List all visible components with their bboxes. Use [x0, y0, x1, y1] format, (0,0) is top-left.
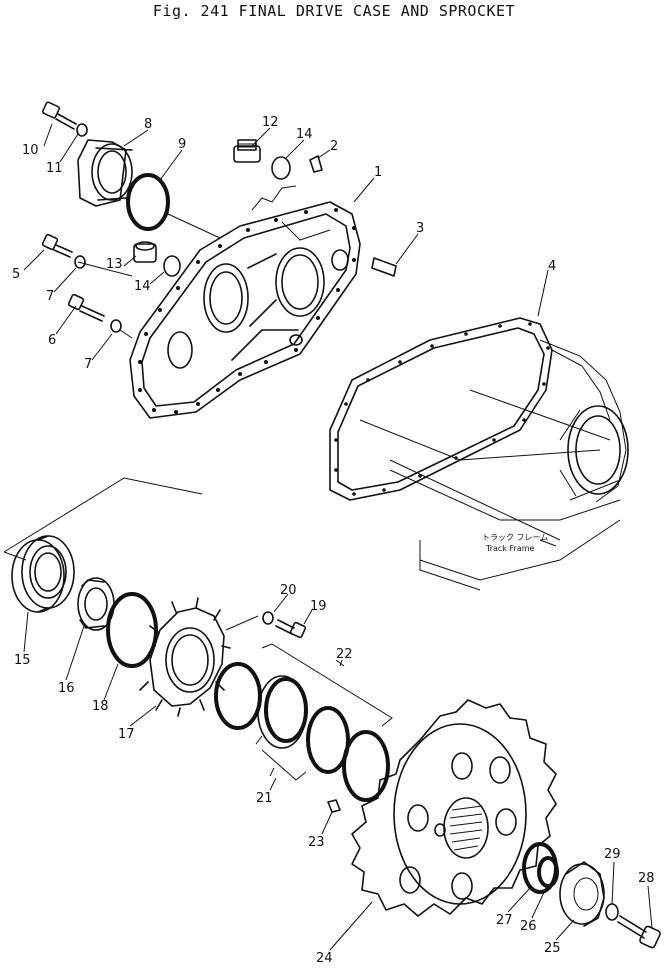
callout-3: 3 [416, 221, 424, 236]
callout-13: 13 [106, 257, 123, 272]
callout-22: 22 [336, 647, 353, 662]
callout-21: 21 [256, 791, 273, 806]
callout-9: 9 [178, 137, 186, 152]
part-9-o-ring [126, 173, 170, 231]
callout-23: 23 [308, 835, 325, 850]
callout-17: 17 [118, 727, 135, 742]
callout-27: 27 [496, 913, 513, 928]
part-14-o-ring-lower [163, 255, 181, 277]
part-3-dowel-pin [371, 257, 397, 277]
part-7-washer-upper [74, 255, 86, 269]
leader-lines [23, 123, 653, 951]
part-24-sprocket [351, 699, 557, 917]
callout-26: 26 [520, 919, 537, 934]
callout-10: 10 [22, 143, 39, 158]
part-7-washer-lower [110, 319, 122, 333]
callout-1: 1 [374, 165, 382, 180]
part-25-cover [559, 861, 605, 927]
part-26-ring [537, 856, 559, 888]
callout-14b: 14 [134, 279, 151, 294]
figure-title: Fig. 241 FINAL DRIVE CASE AND SPROCKET [152, 2, 516, 20]
part-5-bolt [41, 233, 73, 258]
part-11-washer [76, 123, 88, 137]
callout-6: 6 [48, 333, 56, 348]
callout-11: 11 [46, 161, 63, 176]
part-20-washer [262, 611, 274, 625]
callout-5: 5 [12, 267, 20, 282]
part-22-ring-b [306, 706, 350, 774]
callout-28: 28 [638, 871, 655, 886]
part-6-bolt [67, 293, 105, 322]
part-10-bolt [41, 101, 77, 130]
part-4-gasket [329, 317, 553, 501]
track-frame-label-en: Track Frame [485, 544, 534, 553]
callout-15: 15 [14, 653, 31, 668]
callout-7a: 7 [46, 289, 54, 304]
part-29-washer [605, 903, 619, 921]
part-23-pin [327, 799, 341, 813]
part-21-seal [257, 675, 308, 749]
part-19-bolt [275, 619, 307, 639]
callout-16: 16 [58, 681, 75, 696]
part-22-ring-a [214, 662, 262, 730]
part-14-o-ring-upper [271, 156, 291, 180]
callout-12: 12 [262, 115, 279, 130]
callout-2: 2 [330, 139, 338, 154]
part-17-hub [139, 597, 259, 717]
part-22-ring-c [342, 730, 390, 802]
track-frame-label-jp: トラック フレーム [482, 533, 548, 542]
callout-24: 24 [316, 951, 333, 966]
part-28-bolt [617, 915, 661, 949]
part-2-pin [309, 155, 323, 173]
callout-20: 20 [280, 583, 297, 598]
callout-7b: 7 [84, 357, 92, 372]
part-13-plug [133, 241, 157, 263]
part-1-final-drive-case [129, 201, 361, 419]
callout-4: 4 [548, 259, 556, 274]
callout-18: 18 [92, 699, 109, 714]
callout-14a: 14 [296, 127, 313, 142]
callout-25: 25 [544, 941, 561, 956]
track-frame-housing [359, 339, 629, 591]
part-12-plug [233, 139, 261, 163]
part-15-bearing [11, 535, 75, 613]
part-8-bearing-cage [77, 139, 133, 207]
callout-8: 8 [144, 117, 152, 132]
callout-19: 19 [310, 599, 327, 614]
part-18-ring [106, 592, 158, 668]
callout-29: 29 [604, 847, 621, 862]
